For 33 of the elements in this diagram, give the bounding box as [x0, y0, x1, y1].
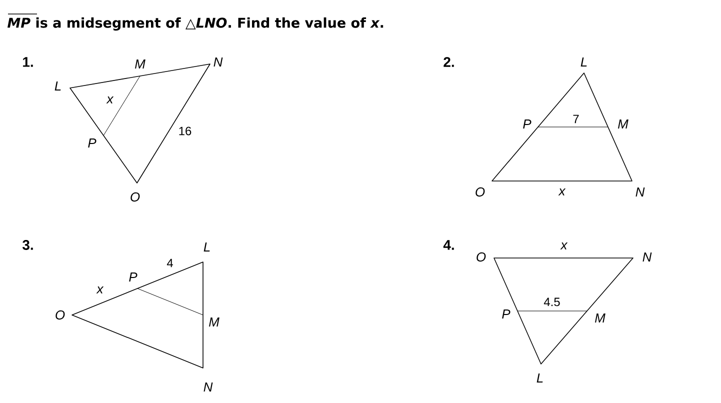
vertex-label: M [595, 314, 606, 322]
vertex-label: O [130, 192, 140, 202]
vertex-label: L [580, 58, 587, 66]
vertex-label: N [642, 252, 652, 262]
vertex-label: x [558, 188, 566, 196]
figure-number: 1. [23, 57, 33, 67]
vertex-label: N [204, 382, 213, 392]
vertex-label: P [88, 138, 96, 148]
measure-label: 4 [166, 258, 173, 268]
vertex-label: M [135, 60, 146, 68]
vertex-label: O [476, 187, 485, 197]
vertex-label: L [536, 374, 543, 382]
vertex-label: M [618, 120, 628, 128]
figure-number: 4. [443, 240, 454, 250]
vertex-label: P [523, 120, 532, 128]
vertex-label: N [636, 188, 645, 196]
vertex-label: x [560, 242, 568, 250]
vertex-label: x [106, 96, 114, 104]
vertex-label: P [129, 272, 138, 282]
vertex-label: O [56, 310, 65, 320]
vertex-label: L [54, 82, 61, 90]
vertex-label: x [96, 286, 104, 294]
figure-number: 3. [22, 240, 33, 250]
vertex-label: P [502, 310, 510, 318]
measure-label: 7 [573, 114, 579, 124]
vertex-label: L [204, 242, 210, 252]
measure-label: 16 [179, 126, 192, 136]
figure-number: 2. [444, 57, 454, 67]
vertex-label: O [476, 252, 486, 262]
measure-label: 4.5 [544, 298, 560, 306]
vertex-label: M [209, 318, 220, 326]
vertex-label: N [214, 58, 223, 66]
title: MP is a midsegment of △LNO. Find the value of x. [8, 14, 384, 31]
